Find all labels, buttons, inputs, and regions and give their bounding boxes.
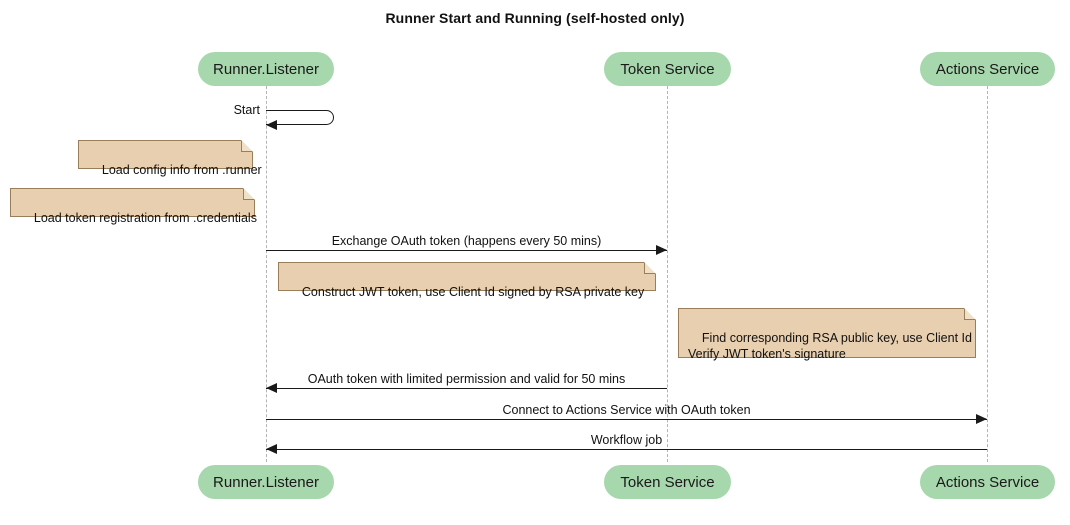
page-title: Runner Start and Running (self-hosted on… [385,10,685,26]
arrowhead-oauth-token-reply [266,383,277,393]
message-line-exchange-oauth-token [266,250,667,251]
note-load-token-registration: Load token registration from .credential… [10,188,257,225]
note-construct-jwt: Construct JWT token, use Client Id signe… [278,262,656,299]
participant-label: Token Service [620,473,715,491]
note-text: Find corresponding RSA public key, use C… [688,331,972,361]
participant-actions-bottom[interactable]: Actions Service [920,465,1055,499]
participant-token-bottom[interactable]: Token Service [604,465,731,499]
arrowhead-workflow-job [266,444,277,454]
note-load-config: Load config info from .runner [78,140,262,177]
message-line-oauth-token-reply [266,388,667,389]
participant-label: Token Service [620,60,715,78]
arrowhead-connect-actions-service [976,414,987,424]
participant-token-top[interactable]: Token Service [604,52,731,86]
participant-label: Runner.Listener [213,473,319,491]
participant-runner-bottom[interactable]: Runner.Listener [198,465,334,499]
note-text: Load config info from .runner [101,163,262,177]
message-label-oauth-token-reply: OAuth token with limited permission and … [307,372,626,386]
arrowhead-start [266,119,277,130]
message-label-start: Start [233,103,260,117]
message-label-exchange-oauth-token: Exchange OAuth token (happens every 50 m… [331,234,602,248]
note-verify-jwt: Find corresponding RSA public key, use C… [678,308,976,361]
lifeline-actions [987,86,988,462]
participant-label: Actions Service [935,473,1040,491]
participant-label: Runner.Listener [213,60,319,78]
note-text: Construct JWT token, use Client Id signe… [301,285,645,299]
arrowhead-exchange-oauth-token [656,245,667,255]
lifeline-token [667,86,668,462]
message-line-workflow-job [266,449,987,450]
message-label-workflow-job: Workflow job [590,433,663,447]
participant-label: Actions Service [935,60,1040,78]
message-label-connect-actions-service: Connect to Actions Service with OAuth to… [502,403,751,417]
participant-actions-top[interactable]: Actions Service [920,52,1055,86]
note-text: Load token registration from .credential… [33,211,257,225]
self-message-start [266,110,334,125]
lifeline-runner [266,86,267,462]
message-line-connect-actions-service [266,419,987,420]
participant-runner-top[interactable]: Runner.Listener [198,52,334,86]
